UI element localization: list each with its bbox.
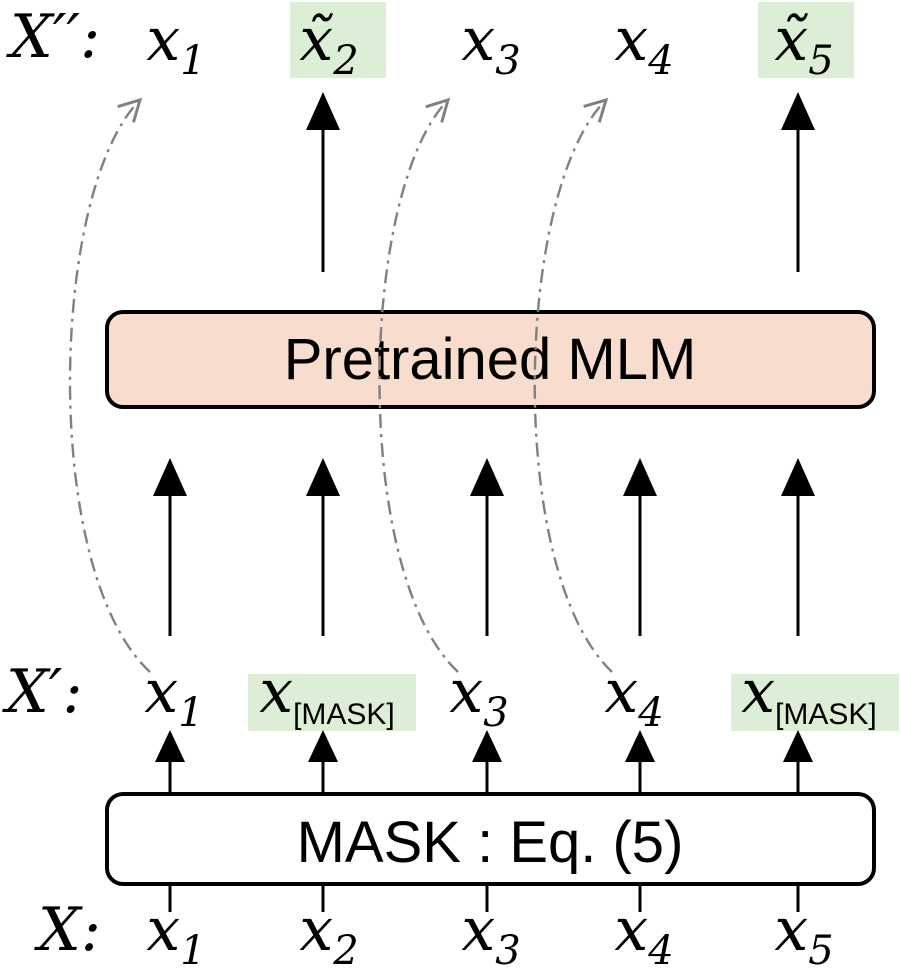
output-token-subscript: 1 bbox=[180, 38, 205, 84]
input-token-base: x bbox=[299, 895, 333, 965]
output-token-base: x̃ bbox=[774, 5, 808, 75]
mask-to-masked-arrow-2-head bbox=[308, 730, 338, 762]
mask-to-masked-arrow-4-head bbox=[625, 730, 655, 762]
masked-token-subscript: [MASK] bbox=[293, 698, 395, 731]
masked-token-base: x bbox=[604, 657, 638, 727]
arrows bbox=[68, 92, 815, 912]
mask-box bbox=[105, 792, 876, 886]
skip-arrow-1 bbox=[68, 97, 151, 673]
masked-token-4: x4 bbox=[604, 657, 663, 736]
highlights bbox=[248, 2, 899, 731]
masked-token-base: x bbox=[449, 657, 483, 727]
output-token-base: x bbox=[146, 5, 180, 75]
masked-to-mlm-arrow-5-head bbox=[781, 458, 815, 496]
masked-token-subscript: 3 bbox=[483, 690, 508, 736]
input-token-5: x5 bbox=[774, 895, 833, 974]
masked-token-subscript: [MASK] bbox=[775, 698, 877, 731]
masked-token-5: x[MASK] bbox=[741, 657, 877, 731]
skip-arrow-4 bbox=[533, 97, 613, 673]
mask-box-label: MASK : Eq. (5) bbox=[297, 810, 684, 875]
masked-token-3: x3 bbox=[449, 657, 508, 736]
input-token-4: x4 bbox=[614, 895, 673, 974]
output-token-base: x̃ bbox=[299, 5, 333, 75]
output-token-4: x4 bbox=[614, 5, 673, 84]
input-token-subscript: 4 bbox=[647, 928, 673, 974]
output-token-1: x1 bbox=[146, 5, 205, 84]
masked-to-mlm-arrow-3-head bbox=[470, 458, 504, 496]
input-token-2: x2 bbox=[299, 895, 358, 974]
mlm-to-output-arrow-2-head bbox=[306, 92, 340, 130]
masked-to-mlm-arrow-2-head bbox=[306, 458, 340, 496]
input-token-subscript: 2 bbox=[332, 928, 358, 974]
input-token-subscript: 1 bbox=[180, 928, 205, 974]
masked-token-base: x bbox=[144, 657, 178, 727]
output-token-subscript: 3 bbox=[495, 38, 520, 84]
output-token-2: x̃2 bbox=[299, 5, 358, 84]
highlight-output-x5 bbox=[758, 2, 854, 78]
input-token-base: x bbox=[146, 895, 180, 965]
masked-token-base: x bbox=[741, 657, 775, 727]
input-token-base: x bbox=[614, 895, 648, 965]
input-token-subscript: 5 bbox=[808, 928, 833, 974]
input-token-1: x1 bbox=[146, 895, 205, 974]
highlight-output-x2 bbox=[290, 2, 386, 78]
masked-to-mlm-arrow-4-head bbox=[623, 458, 657, 496]
highlight-masked-x2 bbox=[248, 674, 416, 731]
highlight-masked-x5 bbox=[731, 674, 899, 731]
output-token-base: x bbox=[614, 5, 648, 75]
output-token-base: x bbox=[461, 5, 495, 75]
input-token-base: x bbox=[774, 895, 808, 965]
pretrained-mlm-label: Pretrained MLM bbox=[284, 327, 697, 392]
masked-row-label: X′: bbox=[2, 657, 83, 727]
masked-token-2: x[MASK] bbox=[259, 657, 395, 731]
masked-to-mlm-arrow-1-head bbox=[153, 458, 187, 496]
skip-arrow-3 bbox=[378, 97, 459, 673]
output-token-5: x̃5 bbox=[774, 5, 833, 84]
mask-to-masked-arrow-1-head bbox=[155, 730, 185, 762]
mask-to-masked-arrow-5-head bbox=[783, 730, 813, 762]
mlm-to-output-arrow-5-head bbox=[781, 92, 815, 130]
mask-to-masked-arrow-3-head bbox=[472, 730, 502, 762]
input-row-label: X: bbox=[34, 895, 101, 965]
masked-token-subscript: 1 bbox=[178, 690, 203, 736]
output-token-3: x3 bbox=[461, 5, 520, 84]
masked-token-subscript: 4 bbox=[637, 690, 663, 736]
input-token-subscript: 3 bbox=[495, 928, 520, 974]
masked-token-base: x bbox=[259, 657, 293, 727]
output-token-subscript: 2 bbox=[332, 38, 358, 84]
output-token-subscript: 4 bbox=[647, 38, 673, 84]
output-row-label: X′′: bbox=[6, 2, 100, 72]
masked-token-1: x1 bbox=[144, 657, 203, 736]
input-token-base: x bbox=[461, 895, 495, 965]
input-token-3: x3 bbox=[461, 895, 520, 974]
output-token-subscript: 5 bbox=[808, 38, 833, 84]
pretrained-mlm-box bbox=[105, 310, 876, 409]
